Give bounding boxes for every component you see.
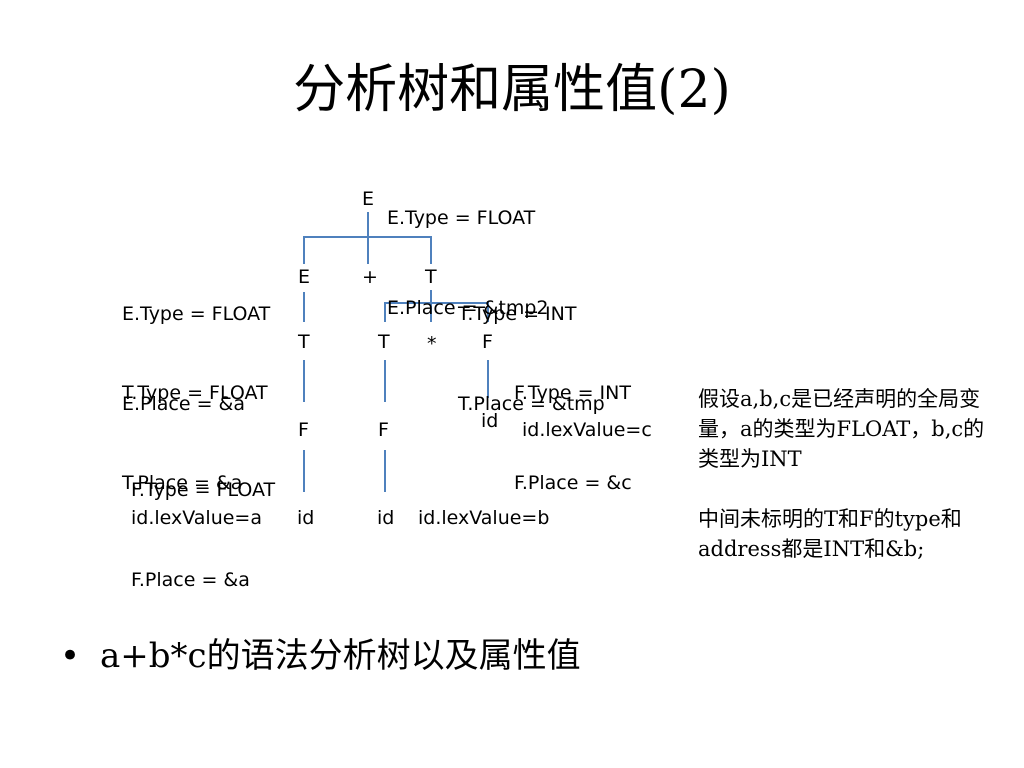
tree-line [430,302,432,322]
attr-t1: T.Type = INT T.Place = &tmp [458,239,605,479]
tree-node-T: T [425,266,437,288]
tree-line [384,302,386,322]
tree-line [303,292,305,322]
tree-node-F-left: F [298,419,309,441]
attr-line: T.Type = FLOAT [122,382,268,404]
attr-f2: F.Type = FLOAT F.Place = &a [131,415,275,655]
attr-line: T.Place = &a [122,472,243,494]
attr-line: E.Place = &tmp2 [387,297,549,319]
tree-line [367,212,369,236]
note-paragraph: 假设a,b,c是已经声明的全局变量，a的类型为FLOAT，b,c的类型为INT [698,387,985,471]
tree-line [430,236,432,264]
tree-node-F-right: F [482,331,493,353]
attr-line: F.Type = FLOAT [131,479,276,501]
tree-line [487,360,489,398]
tree-line [384,360,386,402]
attr-line: F.Place = &c [514,472,632,494]
tree-node-E: E [298,266,311,288]
attr-line: T.Place = &tmp [458,393,605,415]
note-paragraph: 中间未标明的T和F的type和address都是INT和&b; [698,507,962,561]
tree-node-F-mid: F [378,419,389,441]
attr-line: E.Type = FLOAT [387,207,536,229]
attr-f1: F.Type = INT F.Place = &c [514,318,632,558]
note-spacer [698,474,1003,504]
tree-line [487,302,489,322]
attr-line: F.Type = INT [514,382,631,404]
tree-line [303,360,305,402]
attr-line: T.Type = INT [458,303,577,325]
tree-node-E-root: E [362,188,375,210]
tree-line [303,236,305,264]
tree-node-star: * [427,333,437,355]
attr-line: E.Place = &a [122,393,246,415]
tree-line [303,450,305,492]
attr-id-b: id.lexValue=b [418,507,550,529]
attr-id-a: id.lexValue=a [131,507,262,529]
attr-id-c: id.lexValue=c [522,419,652,441]
attr-root: E.Type = FLOAT E.Place = &tmp2 [387,143,548,383]
tree-node-plus: + [362,266,378,288]
attr-line: E.Type = FLOAT [122,303,271,325]
bullet-text: a+b*c的语法分析树以及属性值 [100,636,581,676]
side-note: 假设a,b,c是已经声明的全局变量，a的类型为FLOAT，b,c的类型为INT … [698,384,1003,564]
tree-line [384,450,386,492]
attr-t2: T.Type = FLOAT T.Place = &a [122,318,268,558]
bullet-marker: • [60,636,81,676]
attr-line: F.Place = &a [131,569,250,591]
tree-line [384,302,488,304]
tree-node-id-b: id [377,507,395,529]
tree-node-T-mid: T [378,331,390,353]
tree-node-id-c: id [481,410,499,432]
tree-node-T-left: T [298,331,310,353]
tree-node-id-a: id [297,507,315,529]
tree-line [367,236,369,264]
slide-title: 分析树和属性值(2) [293,60,731,120]
attr-e1: E.Type = FLOAT E.Place = &a [122,239,270,479]
bullet-item: • a+b*c的语法分析树以及属性值 [60,628,581,677]
tree-line [430,290,432,302]
